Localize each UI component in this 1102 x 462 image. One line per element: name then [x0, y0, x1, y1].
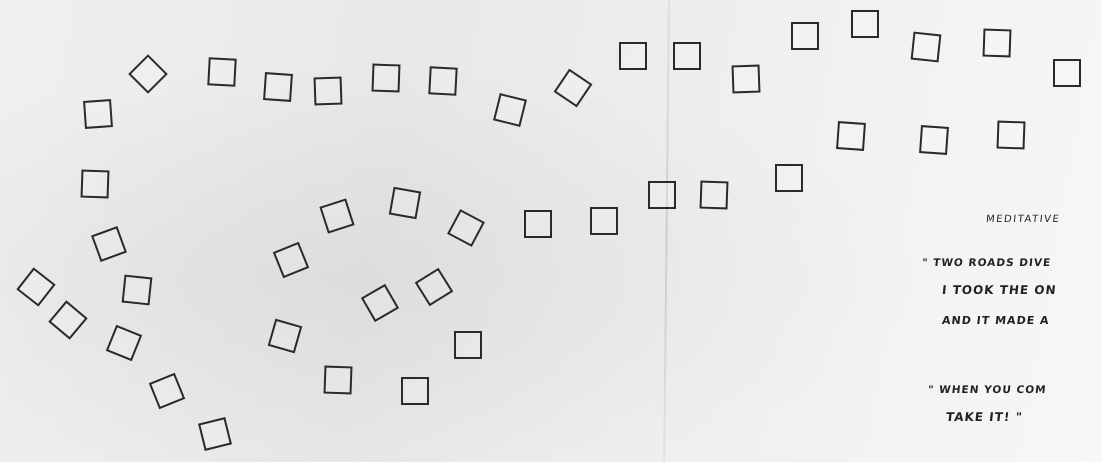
step-square: [775, 164, 803, 192]
step-square: [524, 210, 552, 238]
step-square: [83, 99, 113, 129]
step-square: [851, 10, 879, 38]
step-square: [263, 72, 293, 102]
step-square: [590, 207, 618, 235]
quote-line: I TOOK THE ON: [941, 283, 1057, 297]
step-square: [732, 65, 761, 94]
step-square: [919, 125, 949, 155]
quote-line: AND IT MADE A: [941, 314, 1050, 327]
step-square: [454, 331, 482, 359]
step-square: [401, 377, 429, 405]
step-square: [791, 22, 819, 50]
step-square: [324, 366, 353, 395]
step-square: [1053, 59, 1081, 87]
step-square: [619, 42, 647, 70]
quote-line: TAKE IT! ": [945, 410, 1023, 424]
step-square: [428, 66, 457, 95]
step-square: [122, 275, 153, 306]
step-square: [911, 32, 942, 63]
note-heading: MEDITATIVE: [985, 214, 1060, 225]
step-square: [700, 181, 729, 210]
quote-line: " TWO ROADS DIVE: [921, 257, 1051, 269]
step-square: [372, 64, 401, 93]
step-square: [836, 121, 866, 151]
step-square: [673, 42, 701, 70]
step-square: [81, 170, 110, 199]
step-square: [997, 121, 1026, 150]
step-square: [207, 57, 236, 86]
step-square: [314, 77, 343, 106]
quote-line: " WHEN YOU COM: [927, 384, 1047, 396]
step-square: [983, 29, 1012, 58]
step-square: [389, 187, 421, 219]
step-square: [648, 181, 676, 209]
